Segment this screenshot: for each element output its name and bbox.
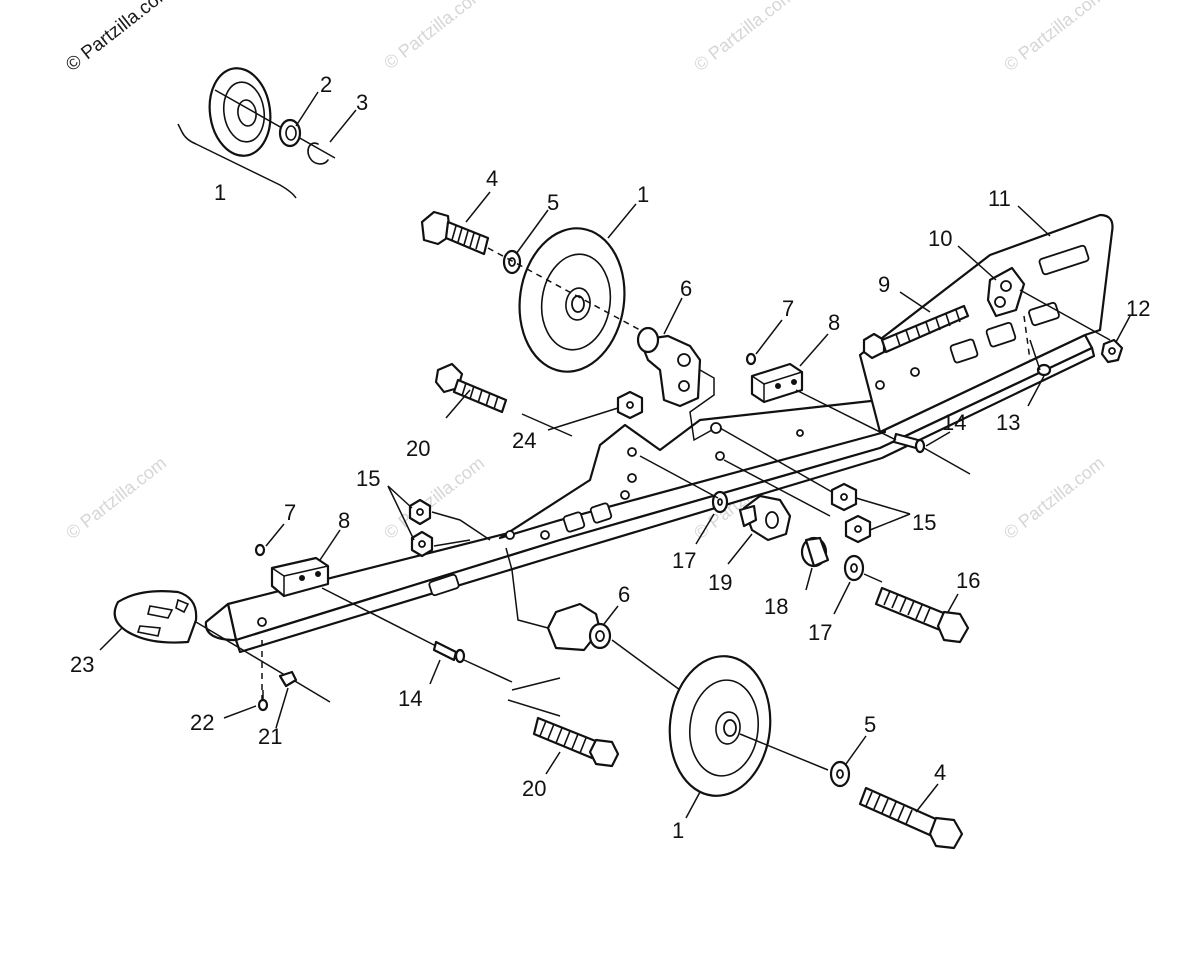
bearing — [278, 118, 302, 148]
bolt-21 — [278, 670, 298, 688]
callout-label: 5 — [547, 190, 559, 215]
leader-lines — [99, 91, 1131, 819]
rail-tip — [113, 590, 198, 644]
spacer-18 — [800, 536, 830, 568]
bolt-20-upper — [434, 362, 508, 414]
callout-label: 1 — [672, 818, 684, 843]
callout-label: 13 — [996, 410, 1020, 435]
nut-15-d — [844, 514, 872, 544]
watermark-main: © Partzilla.com — [62, 0, 176, 76]
callout-label: 14 — [942, 410, 966, 435]
callout-label: 18 — [764, 594, 788, 619]
callout-label: 23 — [70, 652, 94, 677]
washer-17-b — [843, 554, 865, 582]
callout-label: 2 — [320, 72, 332, 97]
callout-label: 15 — [912, 510, 936, 535]
watermark: © Partzilla.com — [1000, 453, 1108, 543]
callout-label: 10 — [928, 226, 952, 251]
bolt-20-lower — [532, 716, 620, 768]
bolt-lower-right — [858, 786, 964, 850]
callout-label: 19 — [708, 570, 732, 595]
lower-idler-wheel — [668, 655, 772, 797]
callout-label: 7 — [782, 296, 794, 321]
callout-label: 11 — [988, 186, 1011, 211]
pin-7-front — [254, 543, 266, 557]
callout-label: 12 — [1126, 296, 1150, 321]
bolt-16 — [874, 586, 970, 644]
callout-label: 24 — [512, 428, 536, 453]
wheel-subassembly-detail — [177, 67, 336, 199]
watermark: © Partzilla.com — [62, 453, 170, 543]
watermark: © Partzilla.com — [380, 453, 488, 543]
callout-label: 20 — [406, 436, 430, 461]
watermark: © Partzilla.com — [380, 0, 488, 73]
callout-label: 20 — [522, 776, 546, 801]
nut-15-b — [410, 530, 434, 558]
screw-22 — [257, 690, 269, 712]
slide-block-front — [270, 556, 330, 598]
slide-block-rear — [750, 362, 804, 404]
callout-label: 8 — [338, 508, 350, 533]
pivot-bushing — [986, 266, 1026, 318]
callout-label: 3 — [356, 90, 368, 115]
callout-label: 21 — [258, 724, 282, 749]
washer-upper — [502, 249, 522, 275]
nut-12 — [1100, 338, 1124, 364]
callout-labels: 1 2 3 4 5 1 6 7 8 9 10 11 12 13 14 20 24… — [70, 72, 1150, 843]
screw-13 — [1029, 339, 1052, 377]
nut-15-c — [830, 482, 858, 512]
bolt-upper — [420, 210, 490, 256]
callout-label: 4 — [486, 166, 498, 191]
axle-bracket-lower — [505, 547, 612, 652]
long-bolt — [862, 304, 970, 360]
callout-label: 22 — [190, 710, 214, 735]
callout-label: 1 — [637, 182, 649, 207]
callout-label: 15 — [356, 466, 380, 491]
callout-label: 17 — [808, 620, 832, 645]
watermark: © Partzilla.com — [1000, 0, 1108, 75]
upper-idler-wheel — [518, 227, 626, 373]
snap-ring — [307, 142, 329, 165]
nut-15-a — [408, 498, 432, 526]
nut-24 — [616, 390, 644, 420]
callout-label: 8 — [828, 310, 840, 335]
washer-17-a — [711, 490, 729, 514]
pin-7-rear — [745, 352, 757, 366]
callout-label: 17 — [672, 548, 696, 573]
watermark: © Partzilla.com — [690, 0, 798, 75]
callout-label: 1 — [214, 180, 226, 205]
axle-bracket-upper — [636, 326, 715, 442]
slide-rail — [204, 213, 1114, 654]
callout-label: 6 — [618, 582, 630, 607]
washer-lower — [829, 760, 851, 788]
rivet-14-front — [432, 640, 466, 664]
shock-mount-19 — [738, 494, 792, 542]
callout-label: 9 — [878, 272, 890, 297]
callout-label: 7 — [284, 500, 296, 525]
callout-label: 6 — [680, 276, 692, 301]
callout-label: 14 — [398, 686, 422, 711]
callout-label: 16 — [956, 568, 980, 593]
callout-label: 5 — [864, 712, 876, 737]
callout-label: 4 — [934, 760, 946, 785]
